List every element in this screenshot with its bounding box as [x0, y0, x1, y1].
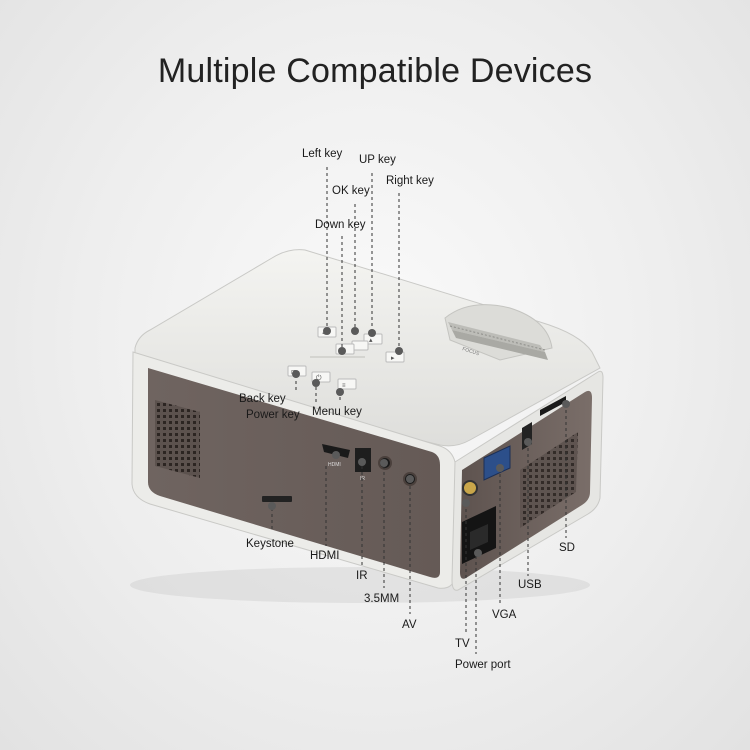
- page-title: Multiple Compatible Devices: [157, 52, 593, 90]
- label-power-key: Power key: [246, 409, 300, 421]
- label-tv: TV: [455, 638, 470, 650]
- label-av: AV: [402, 619, 417, 631]
- label-down-key: Down key: [315, 219, 366, 231]
- label-back-key: Back key: [239, 393, 286, 405]
- menu-key-button[interactable]: [337, 378, 357, 390]
- label-sd: SD: [559, 542, 575, 554]
- power-port-inner: [470, 524, 488, 550]
- up-arrow-icon: ▴: [369, 337, 373, 344]
- label-left-key: Left key: [302, 148, 343, 160]
- keypad-divider: [310, 356, 365, 358]
- focus-ring: [448, 322, 548, 360]
- label-ok-key: OK key: [332, 185, 370, 197]
- right-arrow-icon: ▸: [391, 355, 395, 362]
- label-menu-key: Menu key: [312, 406, 362, 418]
- label-audio: 3.5MM: [364, 593, 400, 605]
- label-power-port: Power port: [455, 659, 511, 671]
- label-vga: VGA: [492, 609, 517, 621]
- leader-dots: [268, 327, 570, 557]
- side-vent-grille: [520, 432, 578, 528]
- label-ir: IR: [356, 570, 368, 582]
- hdmi-tag: HDMI: [328, 462, 341, 468]
- front-panel: [148, 368, 440, 578]
- menu-icon: ≡: [342, 383, 346, 389]
- label-keystone: Keystone: [246, 538, 294, 550]
- keystone-slider[interactable]: [262, 496, 292, 502]
- ir-tag: IR: [360, 476, 365, 482]
- label-up-key: UP key: [359, 154, 396, 166]
- vga-port[interactable]: [483, 445, 511, 481]
- sd-card-slot[interactable]: [540, 396, 566, 416]
- power-icon: ⏻: [316, 374, 322, 382]
- label-right-key: Right key: [386, 175, 434, 187]
- focus-tag: FOCUS: [461, 346, 480, 357]
- leader-lines: [271, 167, 567, 654]
- label-hdmi: HDMI: [310, 550, 340, 562]
- front-vent-grille: [155, 400, 200, 478]
- tv-port[interactable]: [462, 480, 478, 496]
- label-usb: USB: [518, 579, 542, 591]
